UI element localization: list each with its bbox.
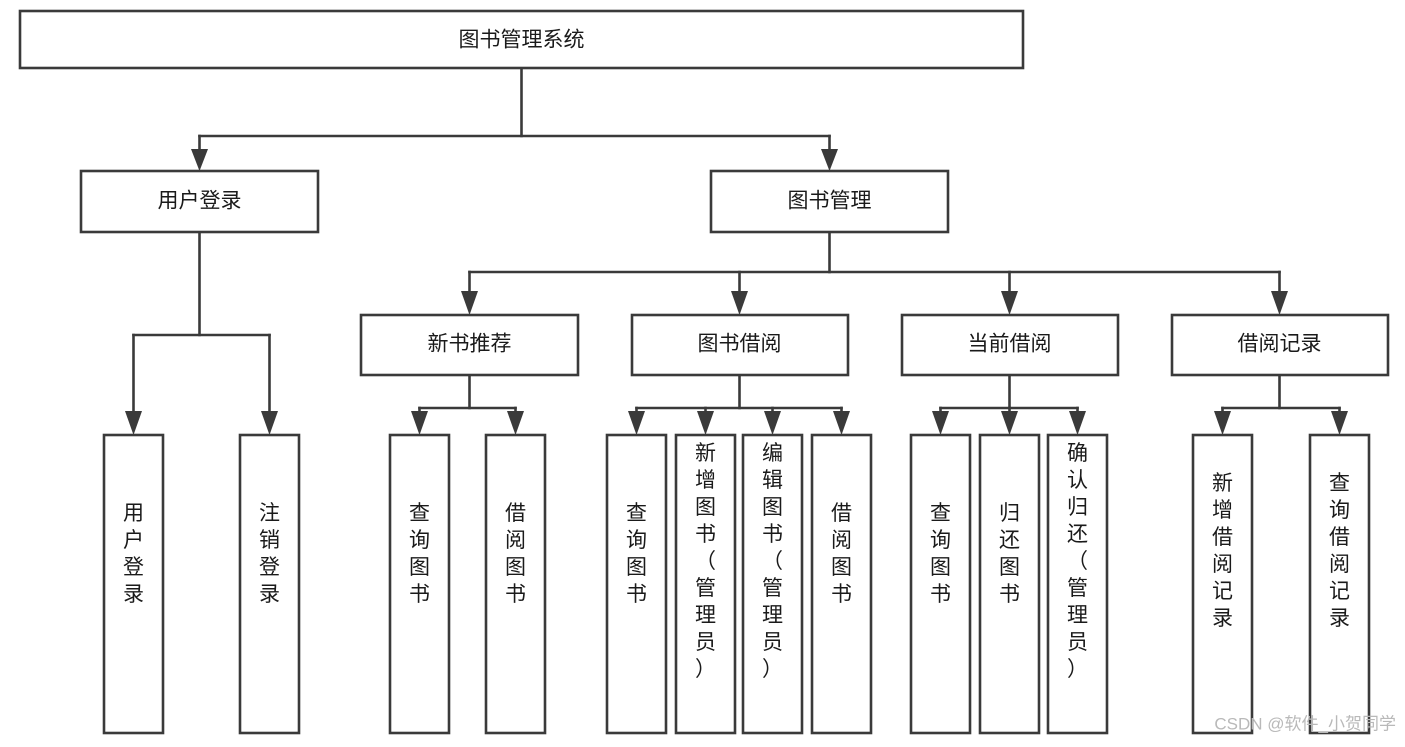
node-leaf-add-book[interactable]: 新增图书（管理员） — [674, 433, 737, 735]
connector-layer — [125, 66, 1348, 435]
node-leaf-add-book-box[interactable] — [674, 433, 737, 735]
node-leaf-edit-book[interactable]: 编辑图书（管理员） — [741, 433, 804, 735]
leaf-node-group: 用户登录 注销登录 查询图书 借阅图书 查询图书 新增图书（管理员） 编辑图书（… — [102, 433, 1371, 735]
arrowhead-leaf-return-book — [1001, 411, 1018, 435]
node-leaf-return-book[interactable]: 归还图书 — [978, 433, 1041, 735]
node-book-manage-label: 图书管理 — [788, 190, 872, 213]
arrowhead-borrow-record — [1271, 291, 1288, 315]
arrowhead-leaf-query-book-3 — [932, 411, 949, 435]
arrowhead-leaf-edit-book — [764, 411, 781, 435]
node-root[interactable]: 图书管理系统 — [18, 9, 1025, 70]
node-root-label: 图书管理系统 — [459, 29, 585, 52]
node-leaf-borrow-book-2-label: 借阅图书 — [831, 502, 852, 606]
node-leaf-borrow-book-2[interactable]: 借阅图书 — [810, 433, 873, 735]
node-user-login-label: 用户登录 — [158, 190, 242, 213]
arrowhead-leaf-query-record — [1331, 411, 1348, 435]
node-borrow-record-box[interactable] — [1170, 313, 1390, 377]
node-leaf-borrow-book-1[interactable]: 借阅图书 — [484, 433, 547, 735]
node-borrow-record[interactable]: 借阅记录 — [1170, 313, 1390, 377]
node-leaf-query-book-3-box[interactable] — [909, 433, 972, 735]
node-leaf-user-login[interactable]: 用户登录 — [102, 433, 165, 735]
node-leaf-query-record[interactable]: 查询借阅记录 — [1308, 433, 1371, 735]
arrowhead-leaf-user-logout — [261, 411, 278, 435]
arrowhead-user-login — [191, 149, 208, 171]
node-leaf-confirm-return[interactable]: 确认归还（管理员） — [1046, 433, 1109, 735]
node-current-borrow-box[interactable] — [900, 313, 1120, 377]
node-leaf-query-book-3[interactable]: 查询图书 — [909, 433, 972, 735]
node-new-book-recommend[interactable]: 新书推荐 — [359, 313, 580, 377]
csdn-watermark: CSDN @软件_小贺同学 — [1214, 714, 1396, 733]
node-leaf-query-record-label: 查询借阅记录 — [1329, 472, 1350, 630]
arrowhead-leaf-borrow-book-2 — [833, 411, 850, 435]
node-leaf-query-book-2-box[interactable] — [605, 433, 668, 735]
arrowhead-leaf-add-record — [1214, 411, 1231, 435]
node-book-borrow-label: 图书借阅 — [698, 333, 782, 356]
node-leaf-edit-book-box[interactable] — [741, 433, 804, 735]
node-new-book-recommend-label: 新书推荐 — [428, 333, 512, 356]
node-current-borrow-label: 当前借阅 — [968, 333, 1052, 356]
node-current-borrow[interactable]: 当前借阅 — [900, 313, 1120, 377]
arrowhead-new-book-recommend — [461, 291, 478, 315]
arrowhead-book-manage — [821, 149, 838, 171]
node-leaf-return-book-box[interactable] — [978, 433, 1041, 735]
node-user-login-box[interactable] — [79, 169, 320, 234]
node-leaf-add-record[interactable]: 新增借阅记录 — [1191, 433, 1254, 735]
node-leaf-query-book-2-label: 查询图书 — [626, 502, 647, 606]
node-user-login[interactable]: 用户登录 — [79, 169, 320, 234]
arrowhead-leaf-user-login — [125, 411, 142, 435]
arrowhead-book-borrow — [731, 291, 748, 315]
node-leaf-edit-book-label: 编辑图书（管理员） — [762, 442, 783, 681]
node-leaf-user-logout-box[interactable] — [238, 433, 301, 735]
node-leaf-borrow-book-1-label: 借阅图书 — [505, 502, 526, 606]
node-leaf-user-login-box[interactable] — [102, 433, 165, 735]
node-leaf-user-logout[interactable]: 注销登录 — [238, 433, 301, 735]
arrowhead-leaf-query-book-1 — [411, 411, 428, 435]
node-new-book-recommend-box[interactable] — [359, 313, 580, 377]
node-leaf-confirm-return-label: 确认归还（管理员） — [1067, 442, 1088, 681]
node-book-manage[interactable]: 图书管理 — [709, 169, 950, 234]
node-leaf-query-book-2[interactable]: 查询图书 — [605, 433, 668, 735]
node-root-box[interactable] — [18, 9, 1025, 70]
node-leaf-query-record-box[interactable] — [1308, 433, 1371, 735]
arrowhead-leaf-confirm-return — [1069, 411, 1086, 435]
node-leaf-borrow-book-1-box[interactable] — [484, 433, 547, 735]
arrowhead-leaf-query-book-2 — [628, 411, 645, 435]
arrowhead-current-borrow — [1001, 291, 1018, 315]
node-leaf-query-book-1[interactable]: 查询图书 — [388, 433, 451, 735]
node-leaf-add-record-label: 新增借阅记录 — [1212, 472, 1233, 630]
node-leaf-user-login-label: 用户登录 — [123, 502, 144, 606]
node-book-borrow-box[interactable] — [630, 313, 850, 377]
node-leaf-add-record-box[interactable] — [1191, 433, 1254, 735]
node-book-borrow[interactable]: 图书借阅 — [630, 313, 850, 377]
node-leaf-query-book-3-label: 查询图书 — [930, 502, 951, 606]
arrowhead-leaf-add-book — [697, 411, 714, 435]
node-leaf-return-book-label: 归还图书 — [999, 502, 1020, 606]
node-book-manage-box[interactable] — [709, 169, 950, 234]
node-leaf-query-book-1-box[interactable] — [388, 433, 451, 735]
node-leaf-confirm-return-box[interactable] — [1046, 433, 1109, 735]
node-borrow-record-label: 借阅记录 — [1238, 333, 1322, 356]
node-leaf-user-logout-label: 注销登录 — [259, 502, 280, 606]
arrowhead-leaf-borrow-book-1 — [507, 411, 524, 435]
node-leaf-add-book-label: 新增图书（管理员） — [695, 442, 716, 681]
node-leaf-query-book-1-label: 查询图书 — [409, 502, 430, 606]
node-leaf-borrow-book-2-box[interactable] — [810, 433, 873, 735]
